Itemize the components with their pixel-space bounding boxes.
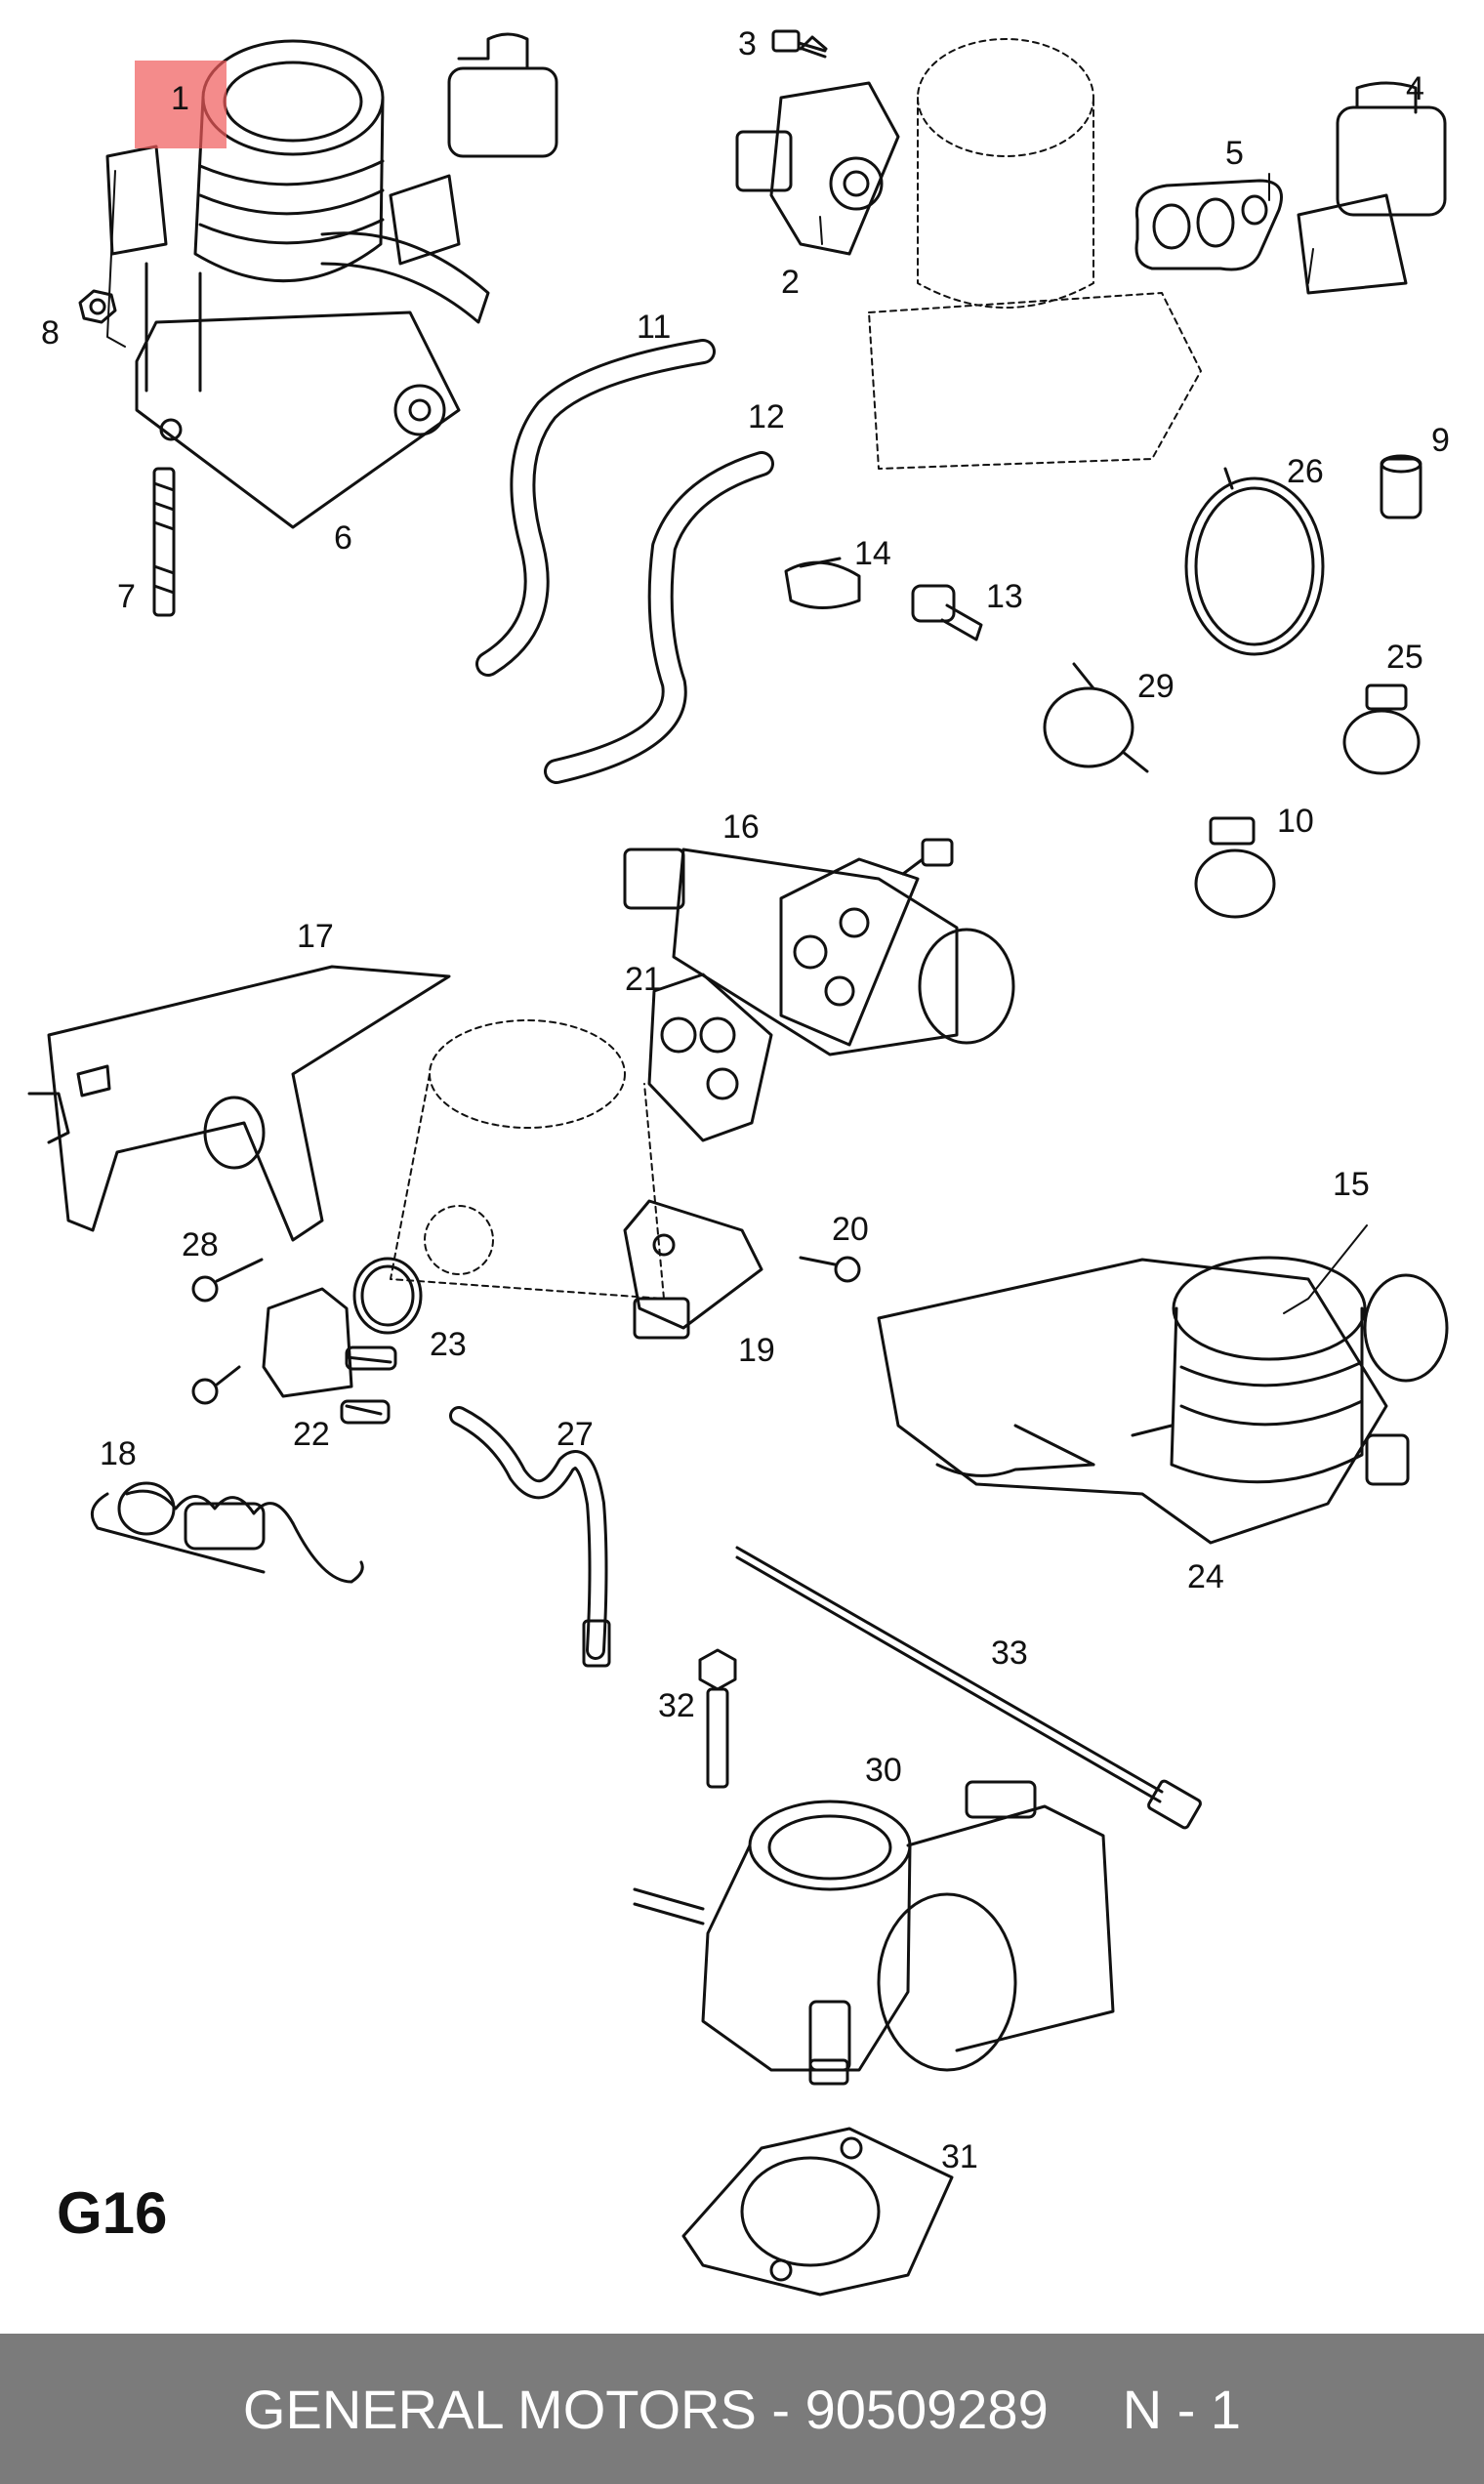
footer-page-indicator: N - 1 [1122, 2378, 1242, 2440]
screw-part-22b [191, 1365, 241, 1405]
screw-part-28 [191, 1258, 264, 1303]
callout-21[interactable]: 21 [625, 961, 662, 998]
sensor-part-2 [735, 35, 900, 256]
callout-2[interactable]: 2 [781, 264, 800, 301]
hose-part-11 [475, 339, 716, 677]
gasket-part-31 [681, 2127, 954, 2297]
callout-24[interactable]: 24 [1187, 1558, 1224, 1595]
bolt-part-13 [911, 584, 983, 642]
ghost-throttle-body [868, 38, 1202, 470]
footer-brand-part-number: GENERAL MOTORS - 90509289 [242, 2378, 1049, 2440]
ghost-throttle-body-center [390, 1019, 665, 1300]
callout-9[interactable]: 9 [1431, 422, 1450, 459]
callout-27[interactable]: 27 [556, 1416, 594, 1453]
exploded-parts-diagram [27, 29, 1449, 2297]
footer-bar: GENERAL MOTORS - 90509289 N - 1 [0, 2334, 1484, 2484]
bolt-part-32 [698, 1648, 737, 1789]
spring-part-18 [90, 1481, 364, 1584]
sensor-part-19 [623, 1199, 763, 1340]
callout-30[interactable]: 30 [865, 1752, 902, 1789]
stud-part-7 [152, 467, 176, 617]
callout-3[interactable]: 3 [738, 25, 757, 62]
cap-part-9 [1380, 454, 1422, 519]
callout-31[interactable]: 31 [941, 2138, 978, 2175]
callout-7[interactable]: 7 [117, 578, 136, 615]
callout-32[interactable]: 32 [658, 1687, 695, 1724]
callout-29[interactable]: 29 [1137, 668, 1175, 705]
section-code: G16 [57, 2180, 168, 2246]
callout-25[interactable]: 25 [1386, 639, 1423, 676]
valve-part-22 [262, 1287, 397, 1425]
callout-23[interactable]: 23 [430, 1326, 467, 1363]
gasket-part-5 [1134, 179, 1283, 271]
callout-1[interactable]: 1 [171, 80, 189, 117]
leader-lines [106, 170, 1368, 1314]
hose-clamp-part-10 [1194, 816, 1276, 919]
callout-6[interactable]: 6 [334, 519, 352, 557]
callout-22[interactable]: 22 [293, 1416, 330, 1453]
callout-16[interactable]: 16 [722, 808, 760, 846]
callout-33[interactable]: 33 [991, 1635, 1028, 1672]
callout-4[interactable]: 4 [1406, 70, 1424, 107]
hose-part-27 [449, 1406, 611, 1668]
callout-28[interactable]: 28 [182, 1226, 219, 1263]
callout-26[interactable]: 26 [1287, 453, 1324, 490]
gasket-part-21 [647, 973, 773, 1142]
screw-part-3 [771, 29, 827, 59]
cable-tie-part-33 [735, 1546, 1202, 1830]
callout-14[interactable]: 14 [854, 535, 891, 572]
idle-valve-part-16 [623, 838, 1015, 1056]
callout-11[interactable]: 11 [637, 309, 672, 346]
nut-part-8 [78, 289, 117, 324]
callout-19[interactable]: 19 [738, 1332, 775, 1369]
callout-8[interactable]: 8 [41, 314, 60, 352]
hose-clamp-part-25 [1342, 683, 1421, 775]
callout-17[interactable]: 17 [297, 918, 334, 955]
callout-18[interactable]: 18 [100, 1435, 137, 1472]
actuator-part-4 [1297, 81, 1447, 295]
clamp-part-29 [1043, 662, 1149, 773]
callout-5[interactable]: 5 [1225, 135, 1244, 172]
clip-part-14 [784, 557, 861, 609]
screw-part-20 [799, 1256, 861, 1283]
o-ring-part-23 [352, 1257, 423, 1335]
callout-20[interactable]: 20 [832, 1211, 869, 1248]
highlight-box [135, 61, 227, 148]
bracket-part-17 [27, 965, 451, 1242]
callout-12[interactable]: 12 [748, 398, 785, 435]
throttle-body-assembly-part [105, 32, 558, 529]
hose-part-12 [544, 451, 774, 784]
clamp-ring-part-26 [1184, 467, 1325, 656]
electronic-throttle-body-part-30 [633, 1780, 1115, 2086]
callout-13[interactable]: 13 [986, 578, 1023, 615]
throttle-assembly-part-15-24 [877, 1256, 1449, 1545]
callout-10[interactable]: 10 [1277, 803, 1314, 840]
callout-15[interactable]: 15 [1333, 1166, 1370, 1203]
